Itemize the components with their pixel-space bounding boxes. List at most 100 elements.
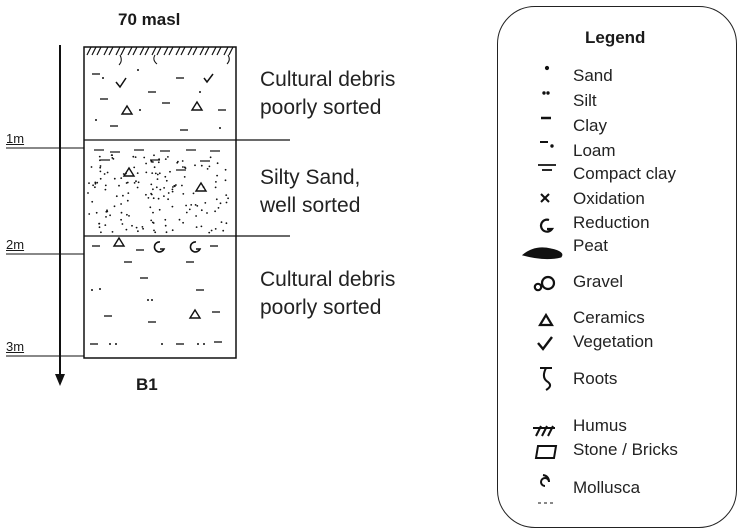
- sand-dot: [136, 186, 139, 189]
- sand-dot: [194, 164, 196, 167]
- sand-dot: [215, 198, 218, 201]
- sand-dot: [163, 187, 166, 189]
- sand-dot: [222, 229, 225, 232]
- sand-dot: [209, 156, 212, 159]
- sand-dot: [98, 222, 100, 225]
- roots-marks: [118, 54, 230, 66]
- legend-title: Legend: [585, 28, 646, 47]
- sand-dot: [156, 178, 159, 181]
- sand-dot: [99, 177, 102, 180]
- sand-dot: [115, 195, 118, 198]
- sand-dot: [192, 192, 195, 195]
- sand-dot: [120, 211, 123, 214]
- sand-dot: [224, 179, 227, 182]
- sand-dot: [182, 193, 185, 195]
- reduction-icon: [539, 218, 555, 233]
- sand-dot: [98, 226, 101, 229]
- layer-2-ceramics: [122, 166, 208, 192]
- sand-dot: [176, 161, 179, 164]
- sand-dot: [88, 182, 90, 185]
- sand-dot: [173, 184, 176, 187]
- sand-dot: [219, 202, 222, 205]
- sand-dot: [196, 205, 199, 207]
- sand-dot: [214, 186, 217, 189]
- sand-dot: [133, 182, 136, 184]
- sand-dot: [224, 168, 227, 171]
- sand-dot: [135, 226, 138, 229]
- sand-dot: [171, 229, 174, 232]
- sand-dot: [126, 213, 128, 216]
- legend-label-reduction: Reduction: [573, 213, 650, 232]
- sand-dot: [153, 229, 155, 232]
- sand-dot: [225, 201, 228, 204]
- sand-dot: [206, 212, 208, 214]
- humus-icon: [533, 425, 555, 437]
- sand-dot: [96, 181, 99, 184]
- layer-3-ceramics: [112, 236, 202, 319]
- sand-dot: [181, 184, 183, 187]
- legend-label-roots: Roots: [573, 369, 618, 388]
- sand-dot: [225, 194, 228, 197]
- sand-dot: [120, 177, 123, 180]
- sand-dot: [172, 186, 174, 188]
- oxidation-icon: [540, 193, 550, 203]
- sand-dot: [94, 181, 97, 184]
- sand-dot: [103, 173, 106, 175]
- sand-dot: [152, 211, 154, 214]
- legend-label-ceramics: Ceramics: [573, 308, 645, 327]
- sand-dot: [200, 164, 203, 167]
- legend-label-gravel: Gravel: [573, 272, 624, 291]
- sand-dot: [131, 224, 133, 227]
- sand-dot: [152, 161, 154, 163]
- sand-dot: [152, 197, 155, 200]
- loam-icon: [540, 141, 554, 148]
- sand-dot: [227, 197, 230, 200]
- sand-dot: [132, 155, 135, 158]
- sand-dot: [137, 181, 140, 184]
- sand-dot: [150, 192, 153, 195]
- depth-label-3m: 3m: [6, 339, 25, 354]
- sand-dot: [171, 190, 174, 193]
- sand-dot: [94, 182, 97, 185]
- sand-dot: [91, 200, 94, 203]
- sand-dot: [147, 197, 150, 199]
- sand-dot: [142, 227, 145, 230]
- legend-label-loam: Loam: [573, 141, 616, 160]
- sand-dot: [171, 205, 174, 208]
- sand-dot: [92, 184, 94, 187]
- sand-dot: [208, 165, 211, 168]
- sand-dot: [143, 156, 146, 159]
- sand-dot: [163, 195, 165, 198]
- sand-dot: [214, 210, 217, 213]
- sand-dot: [87, 192, 89, 194]
- sand-dot: [128, 215, 130, 217]
- layer-1-dots: [95, 69, 221, 129]
- sand-dot: [164, 158, 167, 161]
- sand-dot: [216, 174, 219, 177]
- sand-dot: [164, 224, 167, 227]
- sand-dot: [106, 171, 109, 174]
- sand-dot: [111, 154, 113, 157]
- sand-dot: [120, 203, 122, 205]
- sand-dot: [104, 184, 107, 187]
- sand-dot: [94, 186, 96, 189]
- legend-label-stone-bricks: Stone / Bricks: [573, 440, 678, 459]
- sand-dot: [200, 209, 203, 212]
- sand-dot: [164, 218, 167, 221]
- stone-bricks-icon: [534, 445, 558, 459]
- sand-dot: [99, 170, 102, 173]
- sand-dot: [88, 213, 91, 215]
- sand-dot: [194, 204, 197, 206]
- profile-diagram: [6, 45, 290, 386]
- silt-icon: [542, 91, 550, 95]
- sand-dot: [113, 205, 116, 208]
- sand-dot: [109, 214, 111, 217]
- humus-hatch: [86, 46, 234, 56]
- sand-dot: [184, 167, 187, 170]
- elevation-title: 70 masl: [118, 10, 181, 29]
- legend-label-clay: Clay: [573, 116, 608, 135]
- sand-dot: [118, 184, 120, 187]
- sand-dot: [153, 154, 155, 157]
- sand-dot: [150, 183, 153, 186]
- sand-dot: [182, 166, 184, 168]
